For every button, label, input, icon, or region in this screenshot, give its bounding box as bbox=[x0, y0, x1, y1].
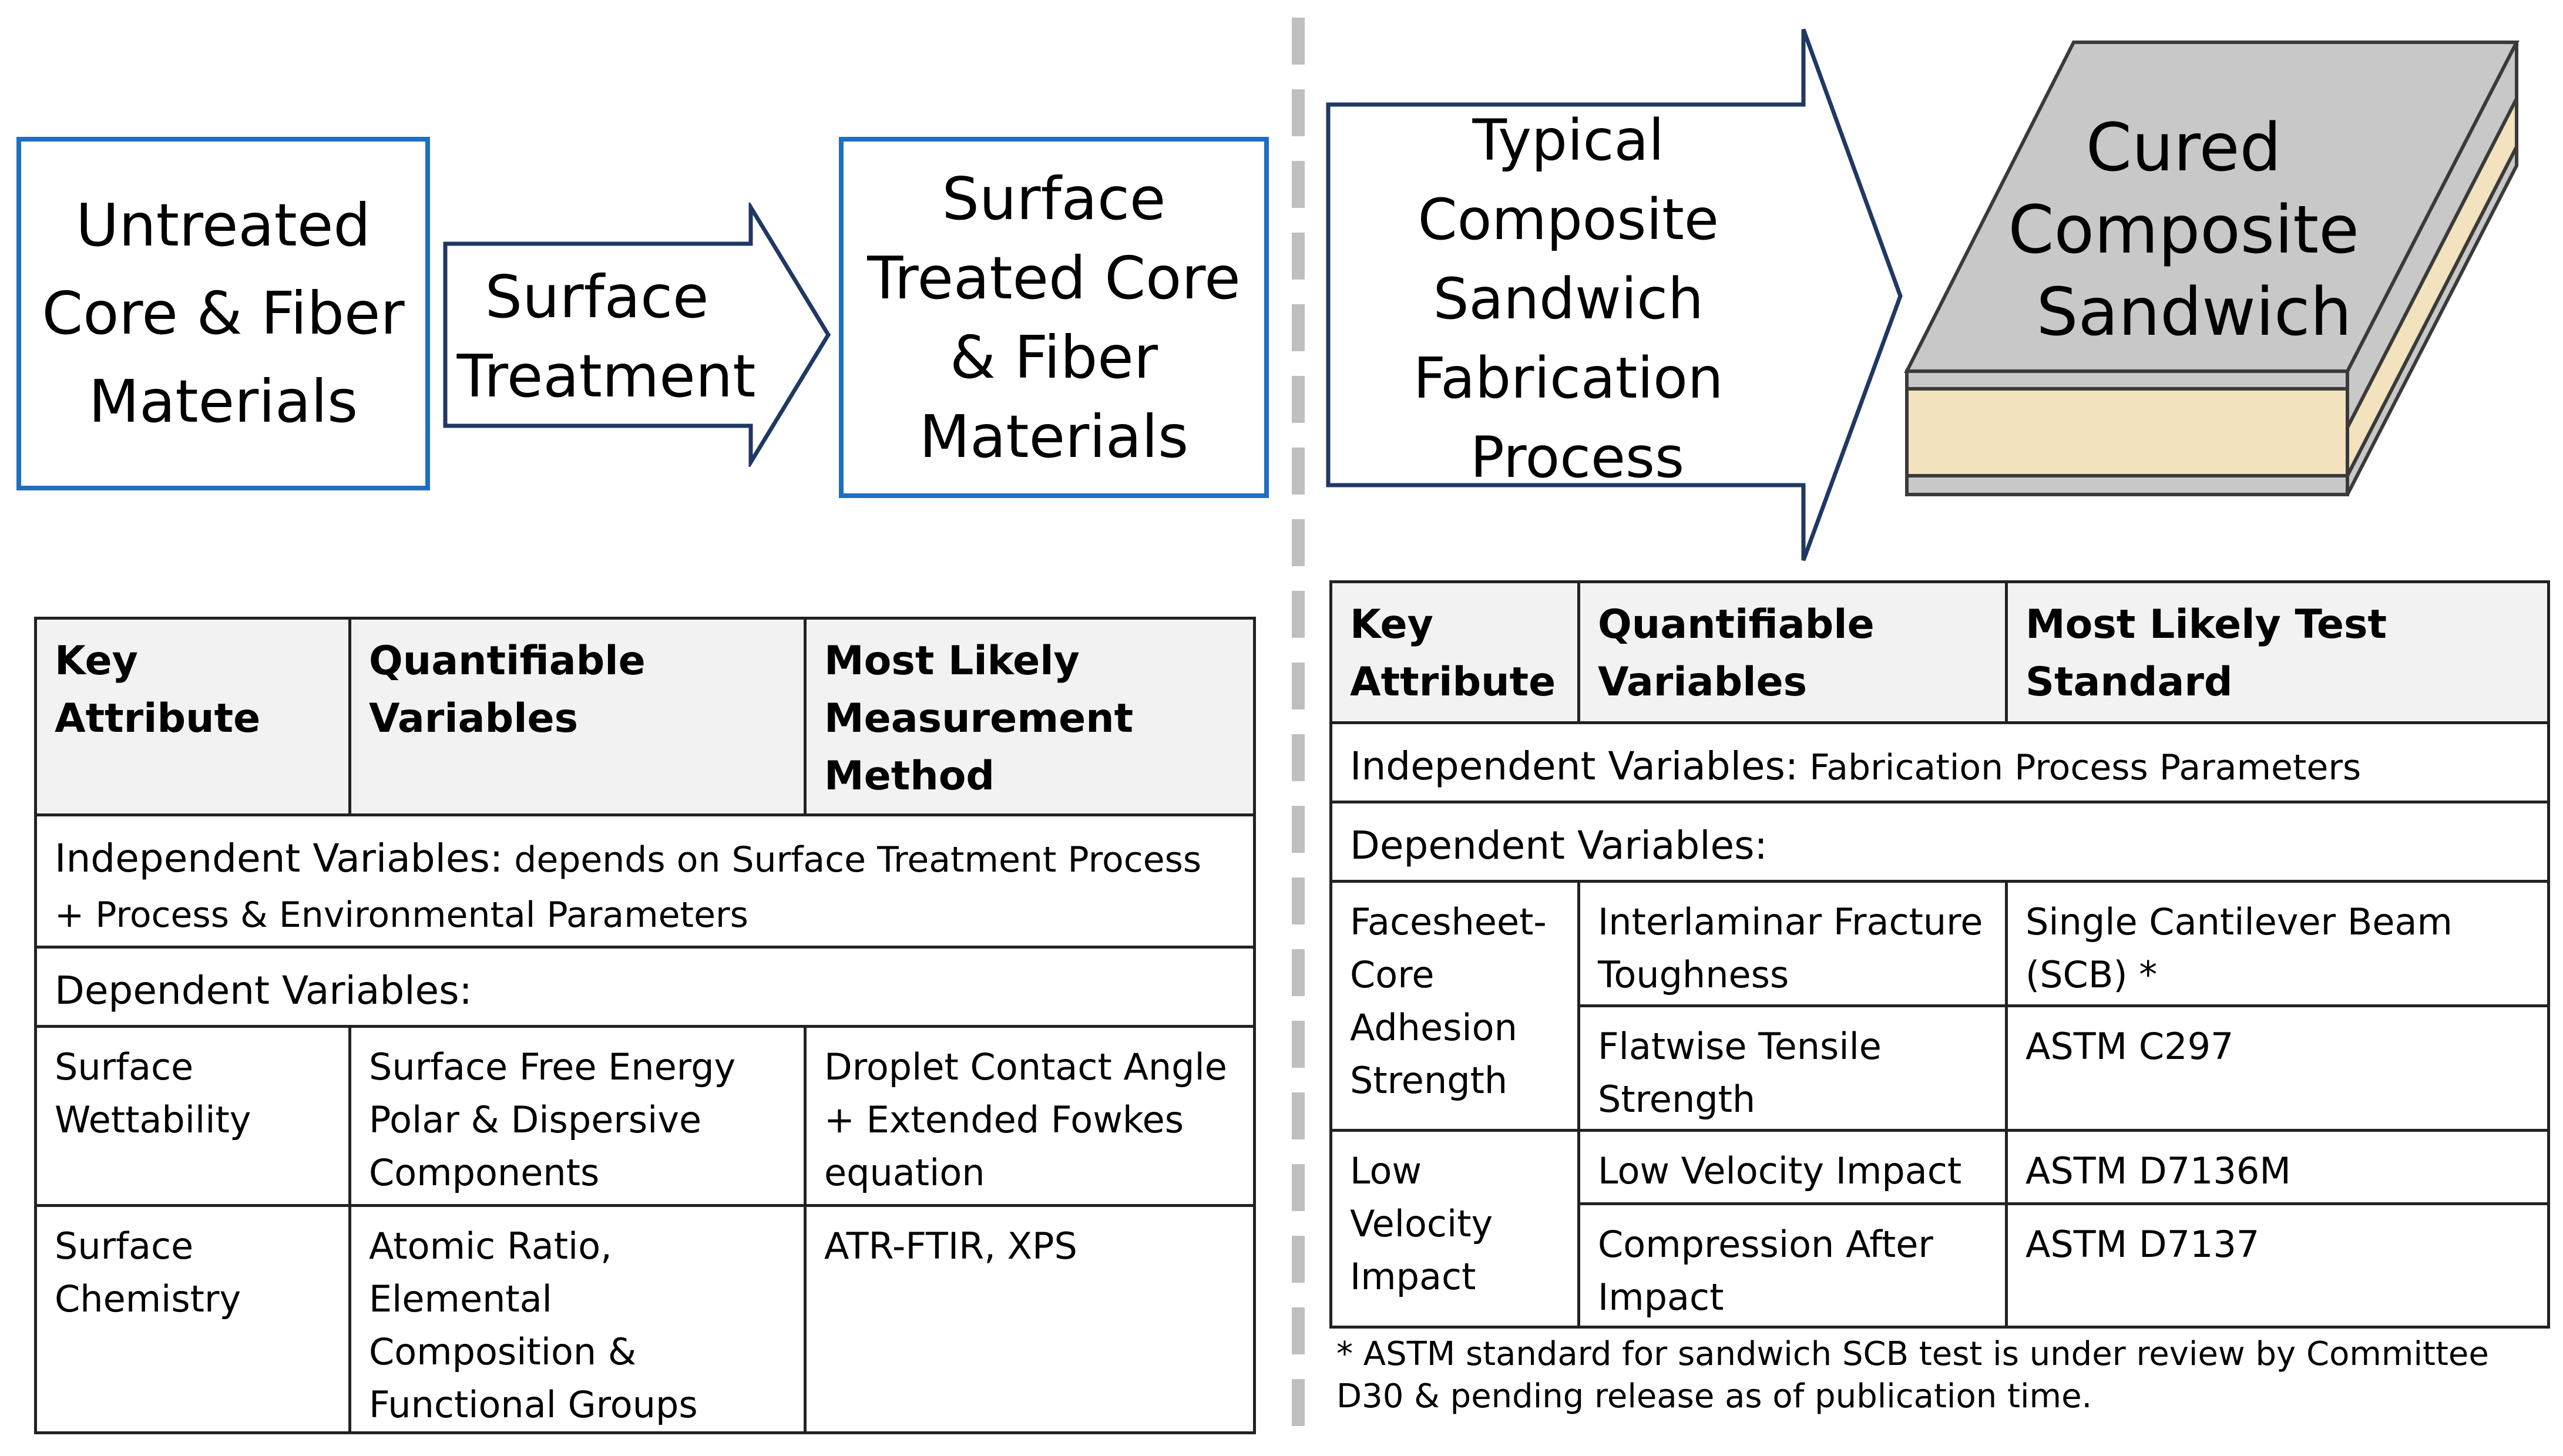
right-independent-label: Independent Variables: bbox=[1350, 744, 1799, 789]
surface-treatment-line1: Surface bbox=[485, 263, 709, 331]
right-group2-row2-standard: ASTM D7137 bbox=[2005, 1202, 2550, 1329]
left-row2-variables: Atomic Ratio, Elemental Composition & Fu… bbox=[348, 1204, 807, 1434]
table-row: Flatwise Tensile Strength ASTM C297 bbox=[1331, 1004, 2550, 1132]
fabrication-process-label: Typical Composite Sandwich Fabrication P… bbox=[1413, 107, 1741, 490]
treated-materials-label: Surface Treated Core & Fiber Materials bbox=[867, 164, 1241, 471]
right-group1-row1-standard: Single Cantilever Beam (SCB) * bbox=[2005, 880, 2550, 1007]
table-row: Compression After Impact ASTM D7137 bbox=[1331, 1202, 2550, 1329]
right-group1-row1-variable: Interlaminar Fracture Toughness bbox=[1577, 880, 2008, 1007]
table-row: Facesheet-Core Adhesion Strength Interla… bbox=[1329, 880, 2550, 1132]
cured-line1: Cured bbox=[2086, 110, 2282, 186]
fabrication-test-table: Key Attribute Quantifiable Variables Mos… bbox=[1329, 580, 2550, 1329]
cured-line3: Sandwich bbox=[2036, 274, 2352, 351]
right-group2-attribute: Low Velocity Impact bbox=[1329, 1129, 1580, 1329]
surface-treatment-label: Surface Treatment bbox=[456, 263, 756, 411]
right-group1-row2-standard: ASTM C297 bbox=[2005, 1004, 2550, 1132]
right-header-key-attribute: Key Attribute bbox=[1329, 580, 1580, 724]
fabrication-line2: Composite bbox=[1418, 187, 1719, 253]
footnote: * ASTM standard for sandwich SCB test is… bbox=[1336, 1335, 2489, 1415]
right-independent-variables-row: Independent Variables: Fabrication Proce… bbox=[1329, 721, 2550, 803]
left-row2-attribute: Surface Chemistry bbox=[34, 1204, 351, 1434]
fabrication-line5: Process bbox=[1470, 425, 1684, 490]
table-row: Low Velocity Impact Low Velocity Impact … bbox=[1329, 1129, 2550, 1329]
table-row: Surface Chemistry Atomic Ratio, Elementa… bbox=[34, 1204, 1256, 1434]
right-header-test-standard: Most Likely Test Standard bbox=[2005, 580, 2550, 724]
right-independent-text: Fabrication Process Parameters bbox=[1798, 747, 2362, 788]
surface-treatment-line2: Treatment bbox=[456, 342, 756, 411]
cured-sandwich-label: Cured Composite Sandwich bbox=[2008, 110, 2380, 351]
left-row2-method: ATR-FTIR, XPS bbox=[804, 1204, 1256, 1434]
right-dependent-variables-row: Dependent Variables: bbox=[1329, 801, 2550, 883]
right-group1-attribute: Facesheet-Core Adhesion Strength bbox=[1329, 880, 1580, 1132]
untreated-materials-label: Untreated Core & Fiber Materials bbox=[42, 191, 405, 436]
left-independent-variables-row: Independent Variables: depends on Surfac… bbox=[34, 813, 1256, 949]
section-divider bbox=[1292, 18, 1305, 1451]
cured-sandwich-panel: Cured Composite Sandwich bbox=[1904, 41, 2520, 496]
left-row1-method: Droplet Contact Angle + Extended Fowkes … bbox=[804, 1025, 1256, 1207]
right-group1-row2-variable: Flatwise Tensile Strength bbox=[1577, 1004, 2008, 1132]
table-row: Surface Wettability Surface Free Energy … bbox=[34, 1025, 1256, 1207]
right-group2-row1-variable: Low Velocity Impact bbox=[1577, 1129, 2008, 1205]
right-group2-row2-variable: Compression After Impact bbox=[1577, 1202, 2008, 1329]
left-row1-variables: Surface Free Energy Polar & Dispersive C… bbox=[348, 1025, 807, 1207]
untreated-materials-box: Untreated Core & Fiber Materials bbox=[16, 137, 430, 490]
left-dependent-variables-row: Dependent Variables: bbox=[34, 946, 1256, 1028]
left-header-key-attribute: Key Attribute bbox=[34, 617, 351, 816]
surface-treatment-table: Key Attribute Quantifiable Variables Mos… bbox=[34, 617, 1256, 1434]
fabrication-process-arrow: Typical Composite Sandwich Fabrication P… bbox=[1326, 28, 1903, 561]
left-header-measurement-method: Most Likely Measurement Method bbox=[804, 617, 1256, 816]
fabrication-line1: Typical bbox=[1472, 107, 1664, 173]
left-independent-text: depends on Surface Treatment Process + P… bbox=[55, 839, 1202, 936]
left-independent-label: Independent Variables: bbox=[55, 836, 503, 881]
cured-line2: Composite bbox=[2008, 192, 2359, 268]
right-header-quantifiable-variables: Quantifiable Variables bbox=[1577, 580, 2008, 724]
left-header-quantifiable-variables: Quantifiable Variables bbox=[348, 617, 807, 816]
right-group2-row1-standard: ASTM D7136M bbox=[2005, 1129, 2550, 1205]
fabrication-line4: Fabrication bbox=[1413, 345, 1724, 411]
surface-treatment-arrow: Surface Treatment bbox=[443, 203, 831, 467]
left-row1-attribute: Surface Wettability bbox=[34, 1025, 351, 1207]
fabrication-line3: Sandwich bbox=[1433, 266, 1704, 332]
treated-materials-box: Surface Treated Core & Fiber Materials bbox=[839, 137, 1269, 498]
